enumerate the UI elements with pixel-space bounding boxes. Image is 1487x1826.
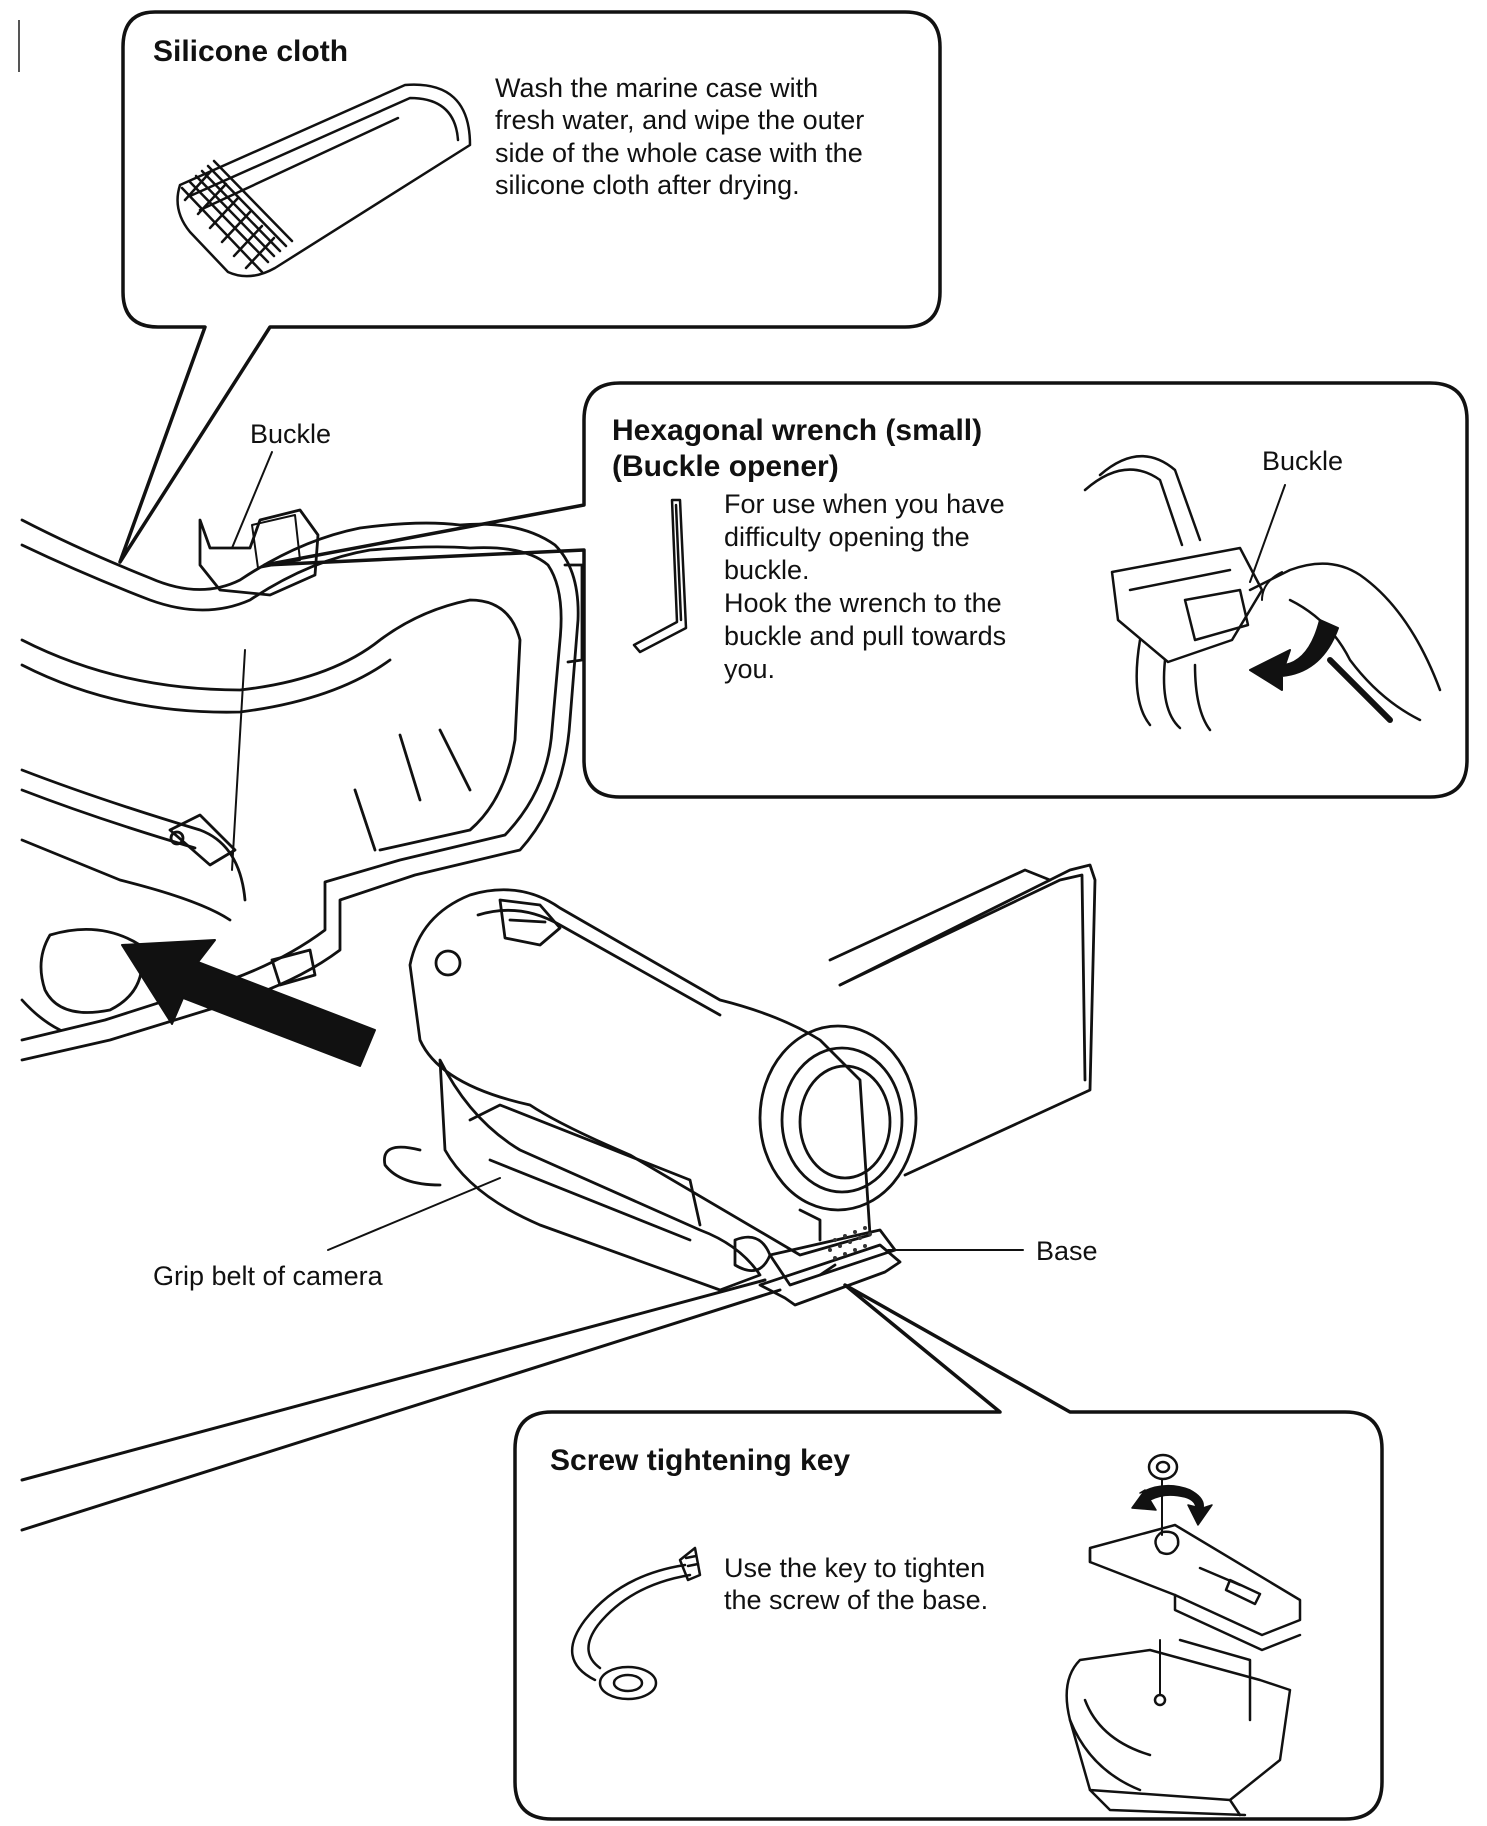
- screw-key-description: Use the key to tighten the screw of the …: [724, 1553, 989, 1616]
- base-dot-pattern: [828, 1226, 872, 1260]
- silicone-cloth-description: Wash the marine case with fresh water, a…: [495, 73, 865, 201]
- pointer-line-left-lower: [20, 1288, 782, 1532]
- screw-key-title: Screw tightening key: [550, 1444, 851, 1477]
- insert-arrow-icon: [121, 939, 376, 1067]
- hex-wrench-icon: [632, 498, 688, 654]
- base-plate-illustration: [758, 1243, 902, 1307]
- silicone-cloth-title: Silicone cloth: [153, 35, 349, 68]
- buckle-leader-line: [231, 451, 273, 549]
- base-label: Base: [1036, 1236, 1098, 1266]
- page-edge-mark: [18, 20, 20, 72]
- screw-key-callout: [513, 1283, 1384, 1821]
- hex-wrench-buckle-label: Buckle: [1262, 446, 1344, 476]
- silicone-cloth-icon: [176, 83, 472, 278]
- base-mount-illustration: [1065, 1453, 1302, 1817]
- silicone-cloth-callout: [118, 10, 942, 564]
- marine-case-illustration: [20, 508, 584, 1062]
- hex-wrench-description: For use when you have difficulty opening…: [724, 489, 1007, 684]
- buckle-label: Buckle: [250, 419, 332, 449]
- screw-key-icon: [570, 1546, 702, 1701]
- pointer-line-left-upper: [20, 1278, 767, 1482]
- rotate-arrow-icon: [1131, 1484, 1213, 1526]
- grip-belt-label: Grip belt of camera: [153, 1261, 383, 1291]
- hex-wrench-title: Hexagonal wrench (small) (Buckle opener): [612, 414, 983, 483]
- grip-belt-leader-line: [327, 1177, 501, 1251]
- hex-wrench-callout: [263, 381, 1469, 799]
- pull-arrow-icon: [1249, 619, 1339, 691]
- camcorder-icon: [383, 863, 1097, 1292]
- buckle-inset-illustration: [1083, 455, 1442, 732]
